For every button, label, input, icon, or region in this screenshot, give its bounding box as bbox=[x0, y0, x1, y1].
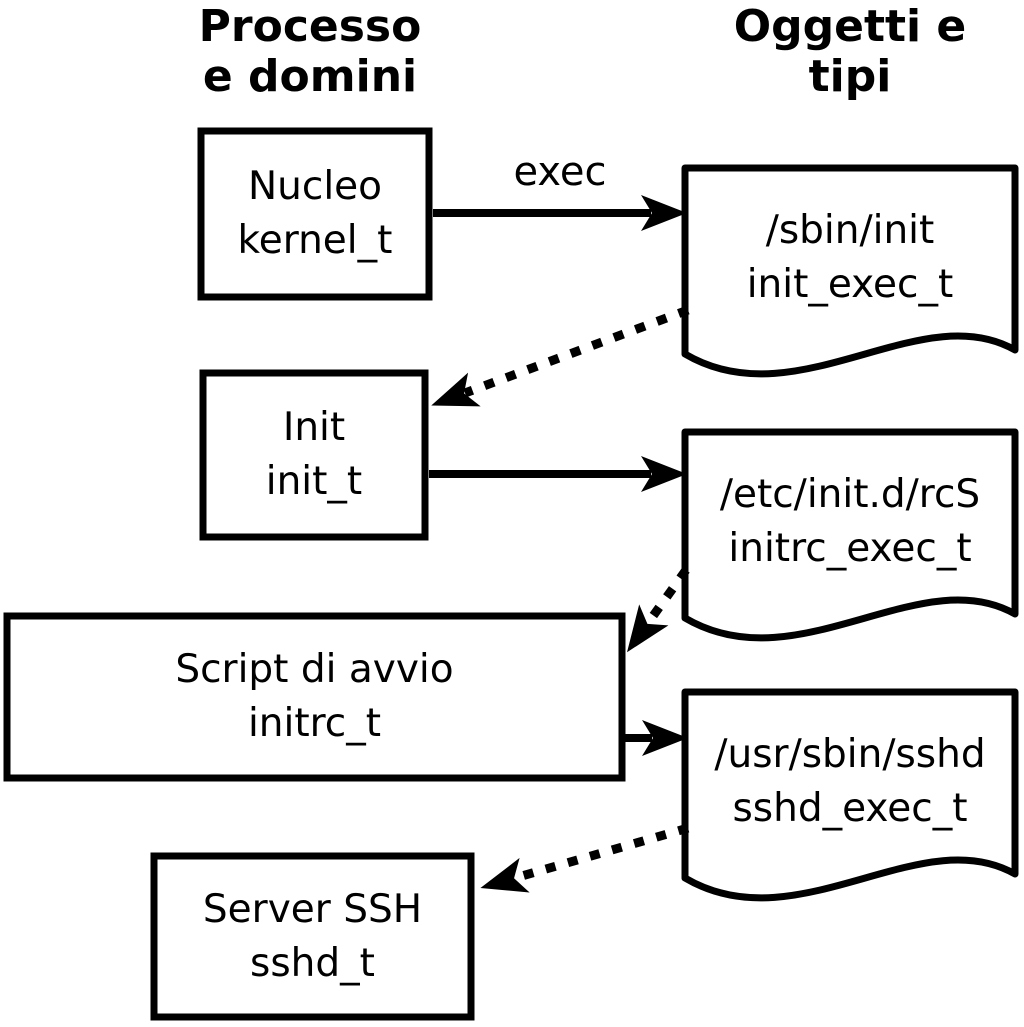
process-name: Init bbox=[282, 405, 346, 450]
process-domain: sshd_t bbox=[250, 940, 375, 986]
column-header-processes-line1: Processo bbox=[198, 1, 422, 52]
object-path: /usr/sbin/sshd bbox=[714, 732, 986, 777]
column-header-processes-line2: e domini bbox=[202, 51, 418, 102]
object-path: /etc/init.d/rcS bbox=[719, 472, 981, 517]
transition-arrow-initexec-to-init bbox=[431, 305, 690, 407]
process-domain: init_t bbox=[265, 459, 363, 504]
document-initrc-exec-label: /etc/init.d/rcS initrc_exec_t bbox=[685, 432, 1015, 612]
process-domain: kernel_t bbox=[237, 217, 393, 263]
process-box-kernel-label: Nucleo kernel_t bbox=[198, 127, 432, 300]
process-box-sshd bbox=[150, 852, 475, 1021]
document-initrc-exec bbox=[681, 428, 1019, 642]
object-type: init_exec_t bbox=[746, 262, 954, 307]
document-init-exec bbox=[681, 164, 1019, 378]
process-name: Nucleo bbox=[247, 163, 383, 209]
exec-arrow-label: exec bbox=[513, 149, 607, 195]
column-header-objects: Oggetti e tipi bbox=[725, 2, 975, 102]
process-box-initrc bbox=[3, 612, 626, 782]
process-box-init-label: Init init_t bbox=[199, 369, 429, 541]
transition-arrow-initrcexec-to-initrc bbox=[627, 567, 690, 653]
object-type: sshd_exec_t bbox=[732, 786, 968, 831]
document-sshd-exec bbox=[681, 688, 1019, 902]
process-box-sshd-label: Server SSH sshd_t bbox=[150, 852, 475, 1021]
process-box-initrc-label: Script di avvio initrc_t bbox=[3, 612, 626, 782]
process-domain: initrc_t bbox=[247, 701, 382, 746]
document-init-exec-label: /sbin/init init_exec_t bbox=[685, 168, 1015, 348]
process-box-init bbox=[199, 369, 429, 541]
transition-arrow-sshdexec-to-sshd bbox=[480, 823, 690, 893]
column-header-objects-line2: tipi bbox=[808, 51, 892, 102]
document-sshd-exec-label: /usr/sbin/sshd sshd_exec_t bbox=[685, 692, 1015, 872]
process-name: Server SSH bbox=[202, 886, 423, 932]
process-box-kernel bbox=[197, 127, 433, 301]
column-header-objects-line1: Oggetti e bbox=[733, 1, 967, 52]
object-type: initrc_exec_t bbox=[728, 526, 972, 571]
object-path: /sbin/init bbox=[765, 208, 935, 253]
column-header-processes: Processo e domini bbox=[185, 2, 435, 102]
process-name: Script di avvio bbox=[175, 647, 454, 692]
